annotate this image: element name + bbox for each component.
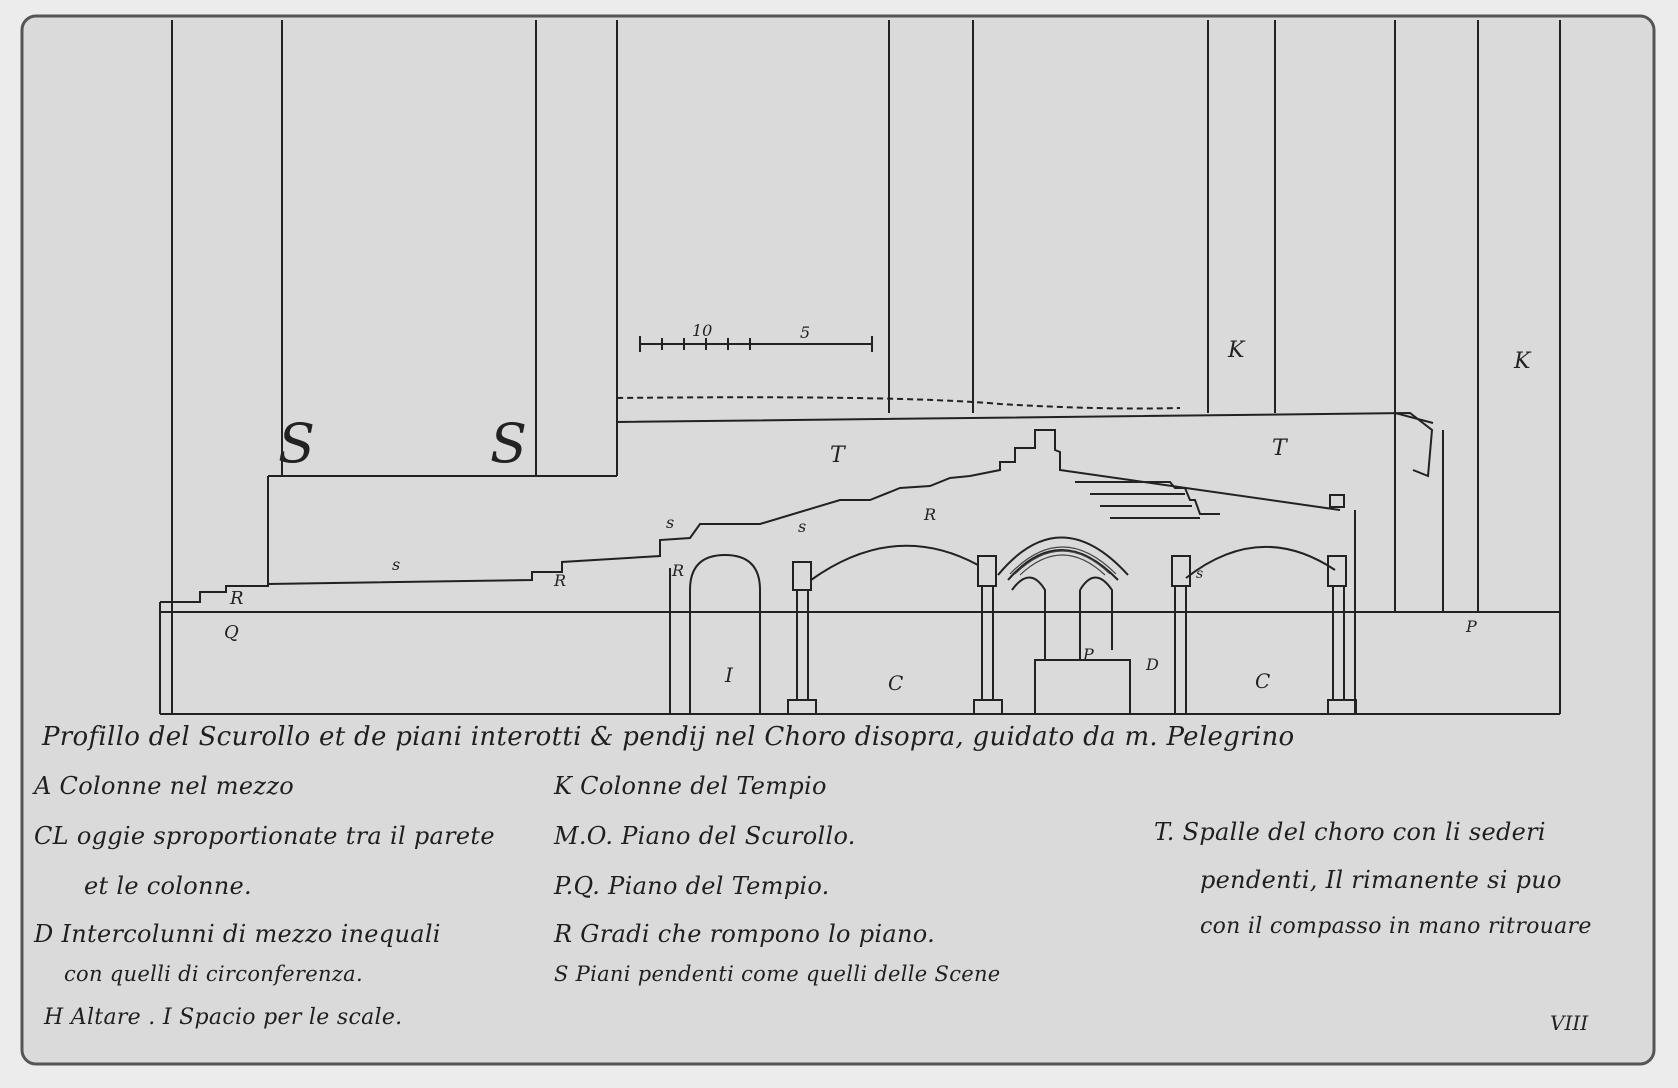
label-t-left: T <box>830 443 847 468</box>
label-k-right: K <box>1513 349 1532 374</box>
legend-col1-line: con quelli di circonferenza. <box>64 962 363 986</box>
legend-col1-line: D Intercolunni di mezzo inequali <box>34 920 441 948</box>
architectural-section <box>159 20 1561 715</box>
legend-col2-line: M.O. Piano del Scurollo. <box>554 822 856 850</box>
label-i: I <box>724 663 734 687</box>
legend-col2-line: K Colonne del Tempio <box>554 772 827 800</box>
label-r-4: R <box>923 505 936 524</box>
drawing-letters: K K T T S S Q P P R R R R I C C D 10 5 s… <box>224 321 1589 1035</box>
label-p-altar: P <box>1082 645 1094 664</box>
scale-label-5: 5 <box>800 323 810 342</box>
label-p-right: P <box>1465 617 1477 636</box>
label-c-left: C <box>888 671 903 695</box>
label-r-1: R <box>229 588 244 609</box>
legend-col3-line: con il compasso in mano ritrouare <box>1200 914 1592 939</box>
label-c-right: C <box>1255 669 1270 693</box>
label-q: Q <box>224 622 239 643</box>
plate-paper <box>20 14 1656 1066</box>
legend-col1-line: A Colonne nel mezzo <box>34 772 295 800</box>
legend-col1-line: CL oggie sproportionate tra il parete <box>34 822 495 850</box>
label-s-small-3: s <box>798 517 806 536</box>
label-d: D <box>1145 655 1159 674</box>
label-r-3: R <box>671 561 684 580</box>
legend-col1-line: et le colonne. <box>84 872 252 900</box>
vault-hatching <box>1009 546 1117 576</box>
legend-col3-line: pendenti, Il rimanente si puo <box>1200 866 1562 894</box>
label-s-right: S <box>490 412 527 475</box>
label-k-left: K <box>1227 338 1246 363</box>
label-s-small-4: s <box>1196 566 1203 582</box>
legend-col2-line: P.Q. Piano del Tempio. <box>554 872 830 900</box>
scale-label-10: 10 <box>692 321 712 340</box>
label-s-left: S <box>278 412 315 475</box>
plate-number: VIII <box>1550 1011 1589 1035</box>
label-t-right: T <box>1272 436 1289 461</box>
legend-col3-line: T. Spalle del choro con li sederi <box>1154 818 1546 846</box>
legend-col2-line: S Piani pendenti come quelli delle Scene <box>554 962 1001 986</box>
legend-col2-line: R Gradi che rompono lo piano. <box>554 920 935 948</box>
caption-title: Profillo del Scurollo et de piani intero… <box>42 722 1295 752</box>
label-s-small-2: s <box>666 513 674 532</box>
legend-col1-line: H Altare . I Spacio per le scale. <box>44 1005 403 1030</box>
label-s-small-1: s <box>392 555 400 574</box>
label-r-2: R <box>553 571 566 590</box>
